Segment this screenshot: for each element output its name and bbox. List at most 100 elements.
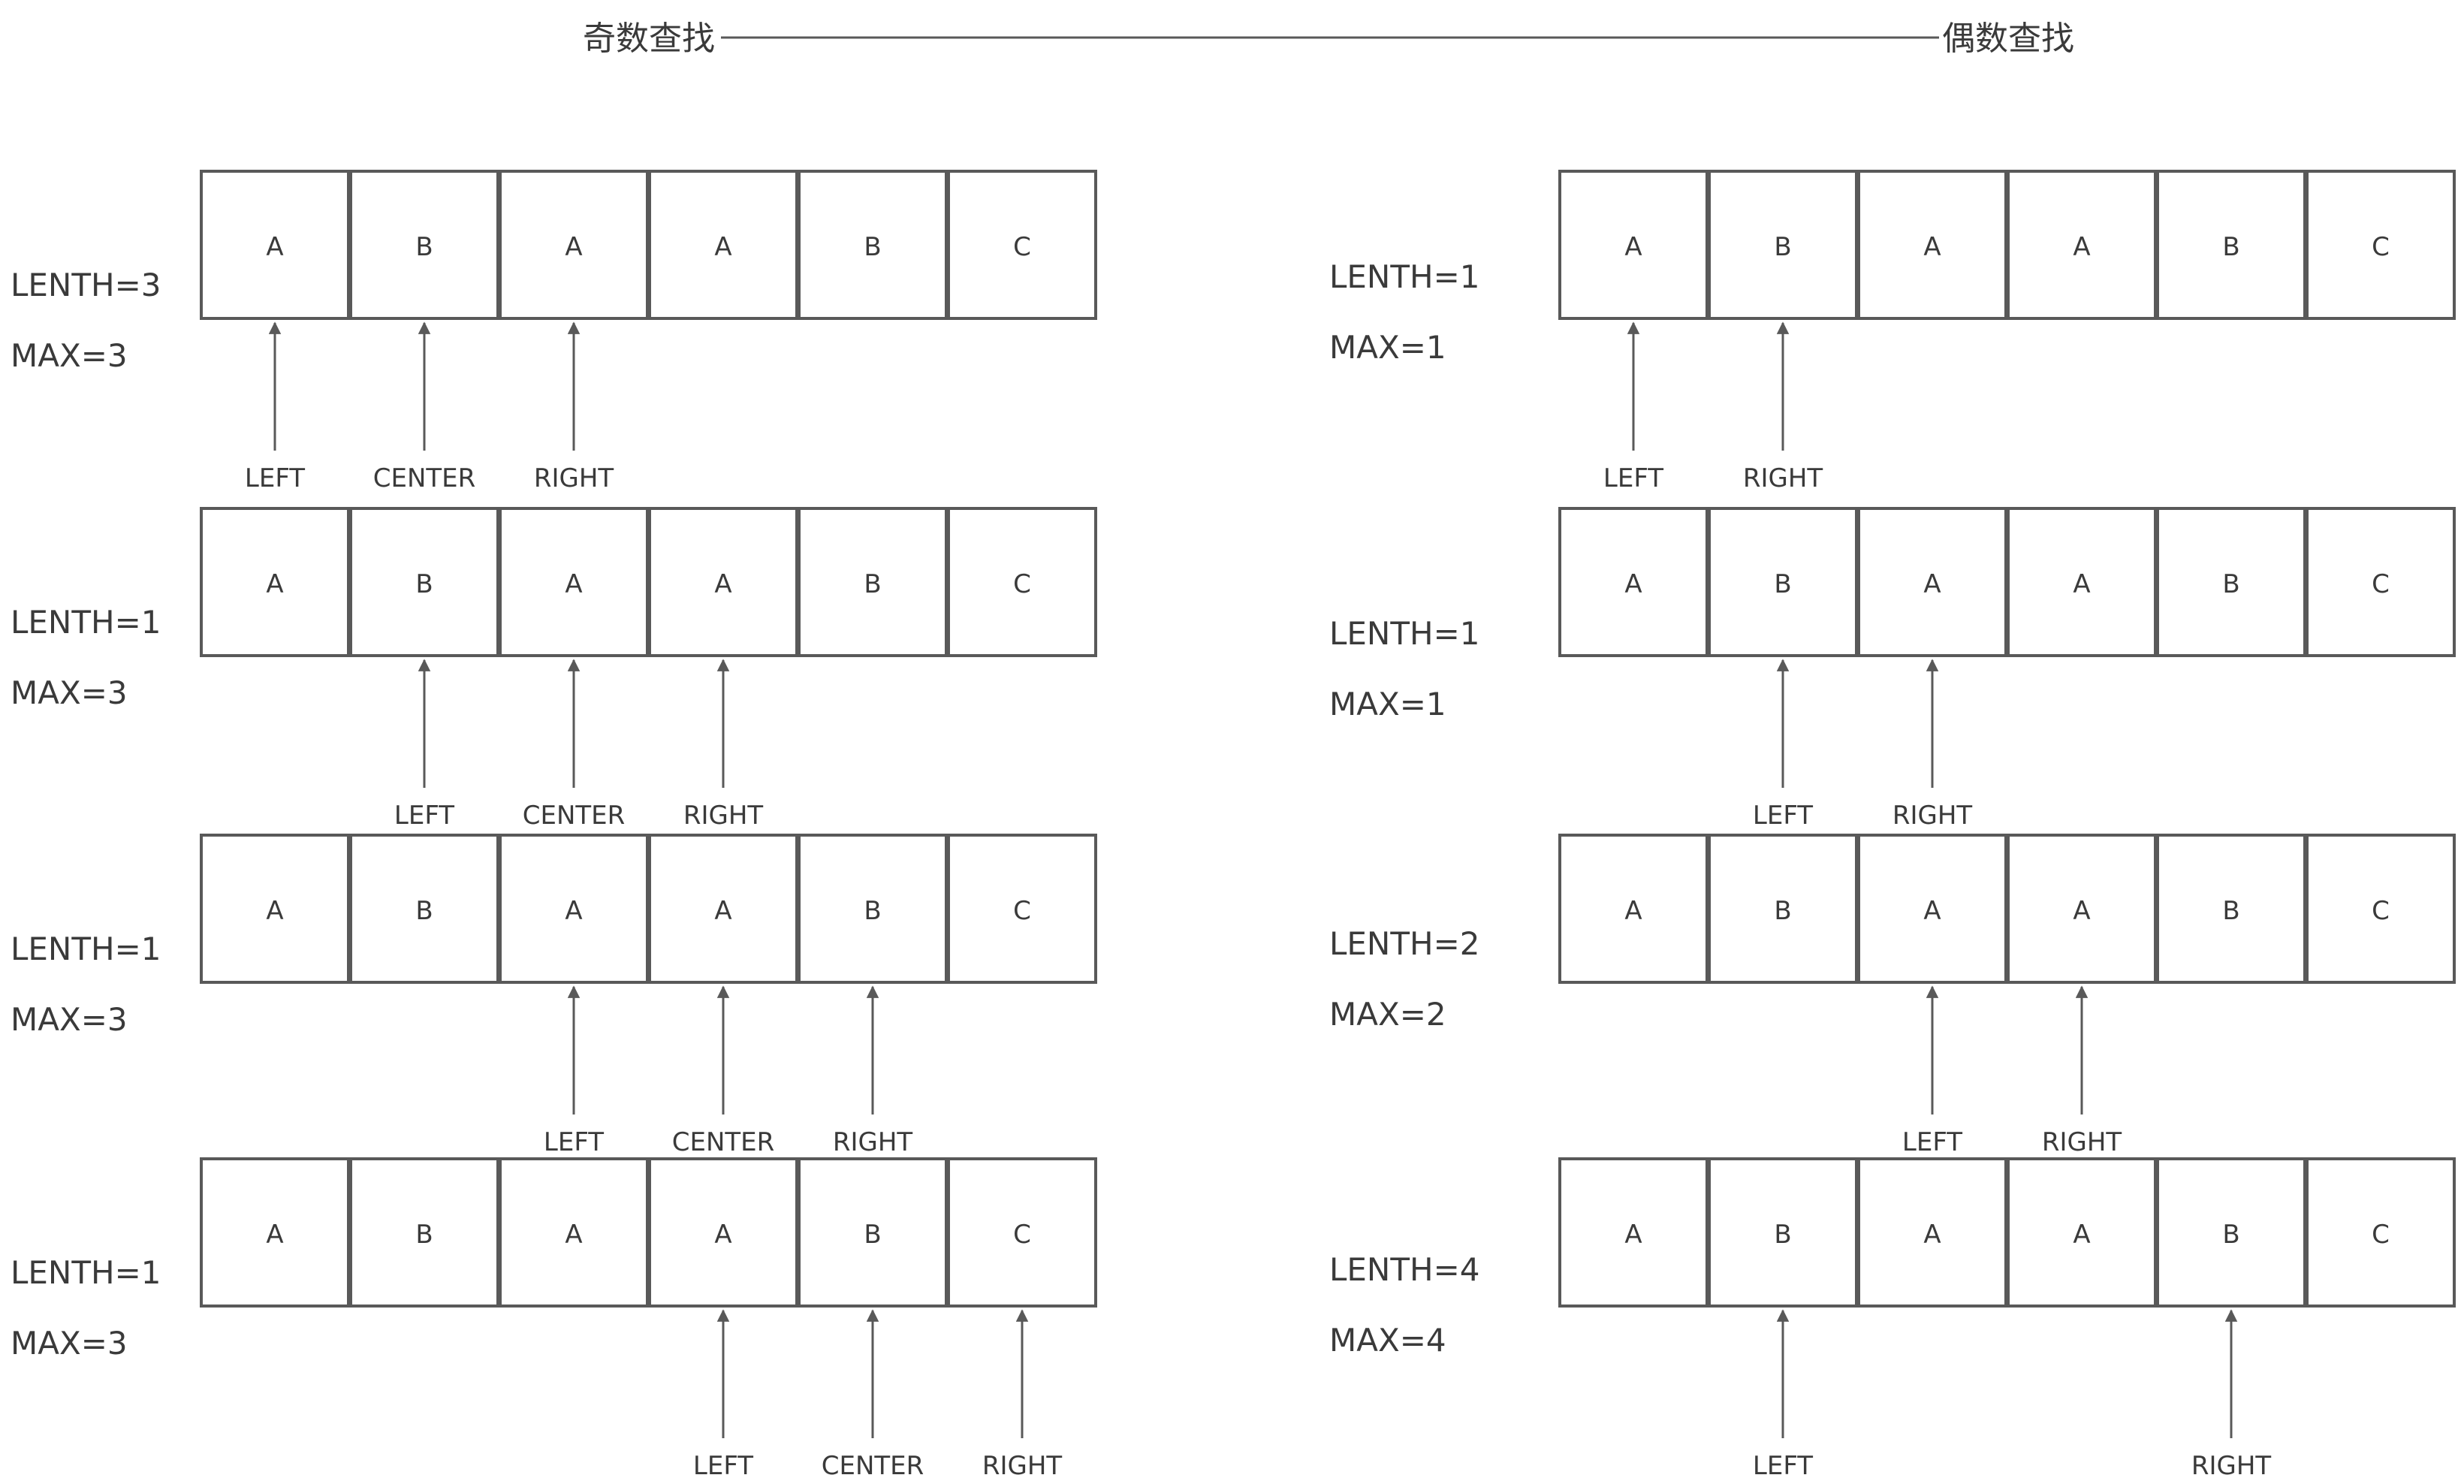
cell-letter: B xyxy=(2222,232,2239,262)
sequence-cell xyxy=(2156,834,2306,984)
sequence-cell xyxy=(200,1157,350,1308)
pointer-label-right: RIGHT xyxy=(2042,1127,2122,1157)
cell-letter: A xyxy=(2073,569,2090,599)
pointer-label-right: RIGHT xyxy=(2191,1451,2272,1481)
sequence-cell xyxy=(2306,834,2456,984)
sequence-cell xyxy=(1708,507,1858,657)
cell-letter: B xyxy=(864,232,881,262)
cell-letter: C xyxy=(1013,896,1031,926)
max-label: MAX=4 xyxy=(1329,1322,1446,1359)
max-label: MAX=2 xyxy=(1329,996,1446,1033)
sequence-cell xyxy=(2156,507,2306,657)
max-label: MAX=3 xyxy=(11,1325,128,1362)
cell-letter: A xyxy=(565,569,582,599)
cell-letter: B xyxy=(864,1220,881,1250)
pointer-label-left: LEFT xyxy=(245,463,305,493)
pointer-label-left: LEFT xyxy=(1902,1127,1962,1157)
sequence-cell xyxy=(499,507,649,657)
cell-letter: B xyxy=(1774,896,1791,926)
cell-letter: B xyxy=(415,232,433,262)
pointer-label-right: RIGHT xyxy=(833,1127,913,1157)
sequence-cell xyxy=(200,834,350,984)
cell-letter: A xyxy=(565,1220,582,1250)
pointer-label-right: RIGHT xyxy=(683,801,764,831)
sequence-cell xyxy=(1708,1157,1858,1308)
cell-letter: B xyxy=(2222,1220,2239,1250)
pointer-label-right: RIGHT xyxy=(534,463,614,493)
sequence-cell xyxy=(648,1157,798,1308)
max-label: MAX=1 xyxy=(1329,686,1446,722)
cell-letter: B xyxy=(415,569,433,599)
pointer-label-left: LEFT xyxy=(1603,463,1663,493)
sequence-cell xyxy=(1708,834,1858,984)
sequence-cell xyxy=(349,170,499,320)
sequence-cell xyxy=(648,834,798,984)
pointer-label-right: RIGHT xyxy=(1892,801,1973,831)
sequence-cell xyxy=(1857,507,2007,657)
cell-letter: A xyxy=(266,896,283,926)
sequence-cell xyxy=(1558,170,1709,320)
sequence-cell xyxy=(2156,1157,2306,1308)
pointer-label-center: CENTER xyxy=(822,1451,924,1481)
length-label: LENTH=1 xyxy=(11,1254,161,1291)
pointer-label-center: CENTER xyxy=(373,463,476,493)
max-label: MAX=3 xyxy=(11,1001,128,1038)
cell-letter: C xyxy=(1013,1220,1031,1250)
odd-search-title: 奇数查找 xyxy=(583,20,715,58)
cell-letter: A xyxy=(1624,232,1642,262)
cell-letter: B xyxy=(2222,569,2239,599)
cell-letter: C xyxy=(2372,1220,2390,1250)
cell-letter: A xyxy=(1923,1220,1941,1250)
cell-letter: B xyxy=(1774,569,1791,599)
sequence-cell xyxy=(2007,834,2157,984)
even-search-title: 偶数查找 xyxy=(1942,20,2074,58)
sequence-cell xyxy=(2007,1157,2157,1308)
sequence-cell xyxy=(349,507,499,657)
cell-letter: A xyxy=(1923,896,1941,926)
pointer-label-left: LEFT xyxy=(1753,1451,1813,1481)
sequence-cell xyxy=(349,1157,499,1308)
sequence-cell xyxy=(2156,170,2306,320)
cell-letter: A xyxy=(2073,1220,2090,1250)
cell-letter: A xyxy=(266,569,283,599)
cell-letter: B xyxy=(2222,896,2239,926)
pointer-label-right: RIGHT xyxy=(1743,463,1823,493)
sequence-cell xyxy=(947,1157,1097,1308)
cell-letter: A xyxy=(714,569,731,599)
sequence-cell xyxy=(1558,507,1709,657)
sequence-cell xyxy=(2306,170,2456,320)
cell-letter: A xyxy=(714,232,731,262)
sequence-cell xyxy=(200,507,350,657)
length-label: LENTH=1 xyxy=(1329,615,1480,652)
cell-letter: A xyxy=(565,232,582,262)
cell-letter: A xyxy=(2073,896,2090,926)
header: 奇数查找 偶数查找 xyxy=(583,20,2074,58)
cell-letter: C xyxy=(1013,232,1031,262)
cell-letter: A xyxy=(1624,569,1642,599)
cell-letter: A xyxy=(714,1220,731,1250)
cell-letter: A xyxy=(1923,569,1941,599)
cell-letter: B xyxy=(415,1220,433,1250)
cell-letter: A xyxy=(565,896,582,926)
pointer-label-center: CENTER xyxy=(523,801,626,831)
sequence-cell xyxy=(1558,834,1709,984)
sequence-cell xyxy=(2306,507,2456,657)
sequence-cell xyxy=(947,170,1097,320)
sequence-cell xyxy=(1857,1157,2007,1308)
sequence-cell xyxy=(798,507,948,657)
length-label: LENTH=3 xyxy=(11,267,161,303)
max-label: MAX=1 xyxy=(1329,329,1446,366)
sequence-cell xyxy=(2306,1157,2456,1308)
cell-letter: A xyxy=(714,896,731,926)
sequence-cell xyxy=(1558,1157,1709,1308)
sequence-cell xyxy=(200,170,350,320)
cell-letter: A xyxy=(266,232,283,262)
pointer-label-left: LEFT xyxy=(1753,801,1813,831)
